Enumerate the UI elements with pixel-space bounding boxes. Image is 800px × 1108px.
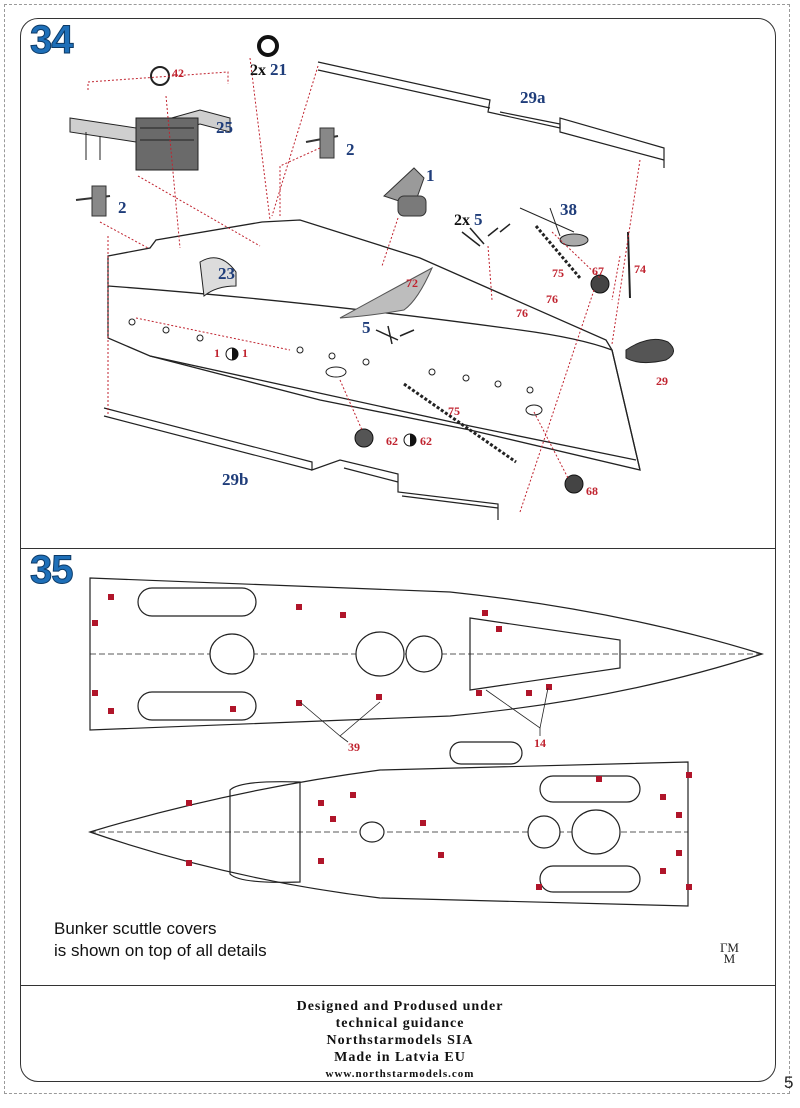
logo-line-2: М <box>723 951 736 966</box>
railing-29a <box>317 61 665 168</box>
anchor-chain-75 <box>403 382 517 464</box>
callout-2x: 2x <box>250 62 266 79</box>
callout-14: 14 <box>534 736 546 750</box>
callout-5: 5 <box>474 210 483 229</box>
maker-logo: ГМ М <box>720 940 739 966</box>
callout-76-top: 76 <box>546 292 558 306</box>
credits-line-2: technical guidance <box>335 1016 465 1031</box>
website-url[interactable]: www.northstarmodels.com <box>325 1068 475 1080</box>
portholes <box>128 318 543 416</box>
callout-39: 39 <box>348 740 360 754</box>
gun-2-left <box>75 185 111 217</box>
part-23-shape <box>199 257 237 297</box>
part-67-shape <box>590 274 610 294</box>
callout-62-left: 62 <box>386 434 398 448</box>
gun-2-right <box>305 127 339 159</box>
part-62-shape <box>354 428 374 448</box>
scuttle-note: Bunker scuttle covers is shown on top of… <box>54 918 267 962</box>
logo-line-1: ГМ <box>720 940 739 955</box>
callout-2x5-prefix: 2x <box>454 212 470 229</box>
scuttle-note-line-2: is shown on top of all details <box>54 941 267 960</box>
step-35-leader-lines <box>299 687 549 743</box>
credits-block: Designed and Prodused under technical gu… <box>200 998 600 1083</box>
callout-75-top: 75 <box>552 266 564 280</box>
callout-2-right: 2 <box>346 140 355 159</box>
instruction-frame <box>20 18 776 1082</box>
callout-2-left: 2 <box>118 198 127 217</box>
anchor-chain-75-top <box>534 225 582 279</box>
callout-1-left: 1 <box>214 346 220 360</box>
callout-25: 25 <box>216 118 233 137</box>
callout-42: 42 <box>172 66 184 80</box>
callout-67: 67 <box>592 264 604 278</box>
callout-23: 23 <box>218 264 235 283</box>
callout-21: 21 <box>270 60 287 79</box>
callout-68: 68 <box>586 484 598 498</box>
callout-76-bottom: 76 <box>516 306 528 320</box>
page-number: 5 <box>784 1073 794 1092</box>
bunker-scuttle-covers <box>92 594 692 890</box>
page-outer-border <box>4 4 790 1094</box>
bridge-25 <box>69 66 231 171</box>
step-separator <box>20 548 776 549</box>
step-number-34: 34 <box>30 18 74 63</box>
callout-74: 74 <box>634 262 646 276</box>
callout-29b: 29b <box>222 470 249 489</box>
callout-1-right: 1 <box>242 346 248 360</box>
part-68-shape <box>564 474 584 494</box>
credits-line-4: Made in Latvia EU <box>334 1050 466 1065</box>
callout-5-hull: 5 <box>362 318 371 337</box>
callout-75-bottom: 75 <box>448 404 460 418</box>
gun-1 <box>383 167 427 217</box>
step-number-35: 35 <box>30 548 74 593</box>
credits-line-1: Designed and Prodused under <box>296 999 504 1014</box>
callout-29a: 29a <box>520 88 546 107</box>
part-72-shape <box>339 266 434 319</box>
deck-plan-starboard <box>88 741 689 907</box>
mast-74 <box>627 231 631 299</box>
hull <box>107 219 641 471</box>
callout-1: 1 <box>426 166 435 185</box>
footer-separator <box>20 985 776 986</box>
callout-72: 72 <box>406 276 418 290</box>
callout-29: 29 <box>656 374 668 388</box>
callout-38: 38 <box>560 200 577 219</box>
scuttle-note-line-1: Bunker scuttle covers <box>54 919 217 938</box>
anchor-5-top <box>461 223 511 247</box>
mirror-symbol-62 <box>403 433 417 447</box>
railing-29b <box>103 407 499 520</box>
part-29-figurehead <box>625 338 674 364</box>
deck-plan-port <box>89 577 764 731</box>
mirror-symbol-1 <box>225 347 239 361</box>
anchor-5-hull <box>375 325 415 345</box>
davit-38 <box>519 207 589 247</box>
callout-62-right: 62 <box>420 434 432 448</box>
credits-line-3: Northstarmodels SIA <box>326 1033 474 1048</box>
assembly-leader-lines <box>87 57 641 513</box>
lifebuoy-21 <box>257 35 279 57</box>
